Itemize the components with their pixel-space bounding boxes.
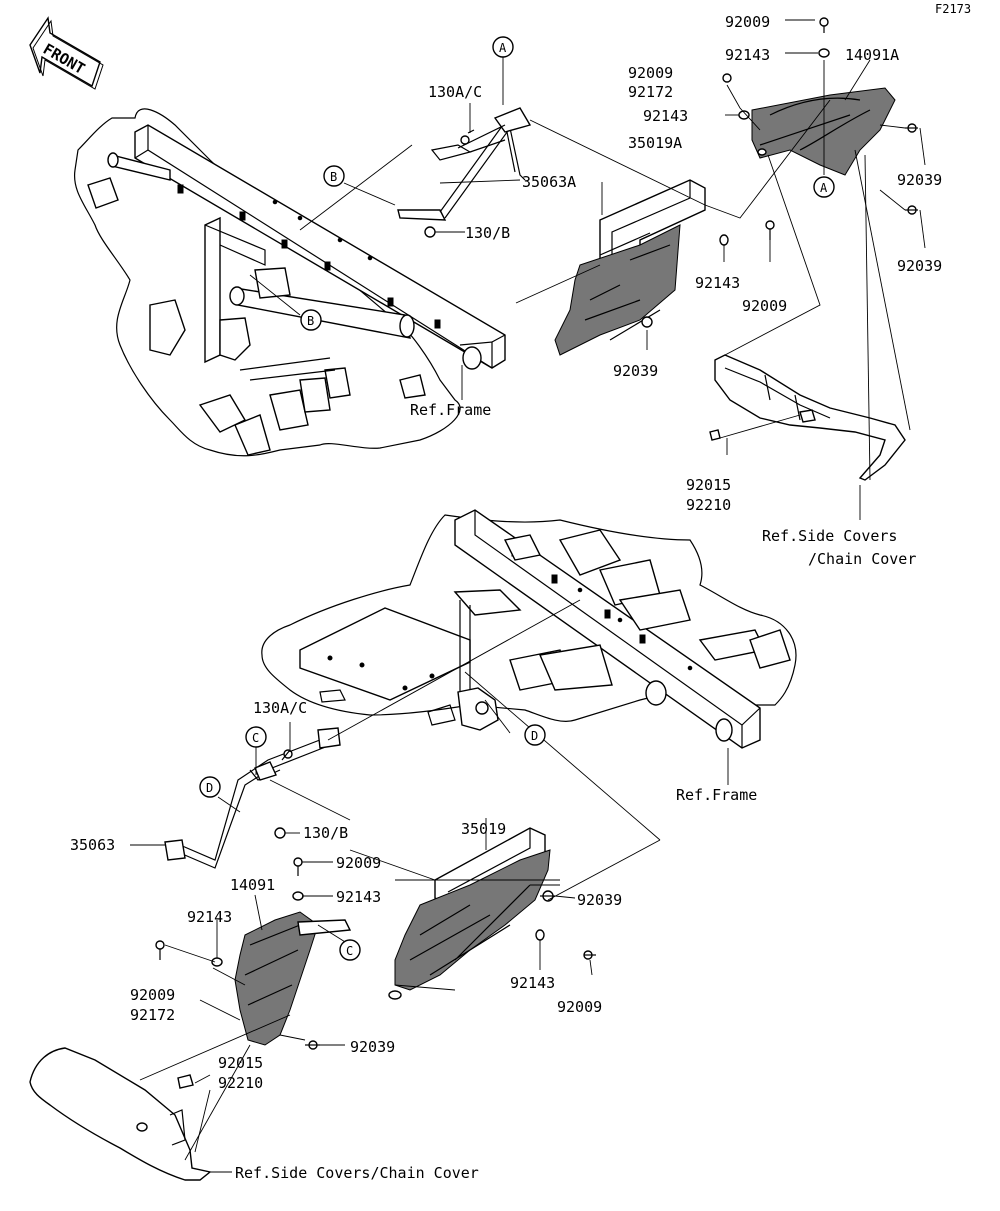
bracket-35063 [164, 727, 341, 869]
svg-text:B: B [330, 170, 337, 184]
label-92210-bottom: 92210 [218, 1074, 263, 1092]
bracket-35063a [397, 107, 532, 221]
label-92172-b-top: 92172 [628, 83, 673, 101]
cover-35019a [554, 179, 706, 356]
bottom-callout-d1: D [199, 776, 221, 798]
label-92009-c-top: 92009 [742, 297, 787, 315]
label-ref-side-covers-bottom: Ref.Side Covers/Chain Cover [235, 1164, 479, 1182]
svg-text:D: D [206, 781, 213, 795]
label-chain-cover-top: /Chain Cover [808, 550, 916, 568]
label-92015-bottom: 92015 [218, 1054, 263, 1072]
label-92039-b-bottom: 92039 [350, 1038, 395, 1056]
label-ref-frame-bottom: Ref.Frame [676, 786, 757, 804]
label-35063: 35063 [70, 836, 115, 854]
svg-text:B: B [307, 314, 314, 328]
label-92210-top: 92210 [686, 496, 731, 514]
bottom-callout-c1: C [245, 726, 267, 748]
svg-text:A: A [499, 41, 507, 55]
side-cover-top [709, 354, 906, 481]
top-callout-a1: A [492, 36, 514, 58]
label-35063a: 35063A [522, 173, 576, 191]
top-fasteners [424, 17, 918, 328]
label-92009-b-bottom: 92009 [130, 986, 175, 1004]
fender-14091 [234, 911, 352, 1046]
label-92039-b-top: 92039 [897, 257, 942, 275]
label-92009-a-bottom: 92009 [336, 854, 381, 872]
label-92143-c-top: 92143 [695, 274, 740, 292]
label-92039-c-top: 92039 [613, 362, 658, 380]
label-92015-top: 92015 [686, 476, 731, 494]
label-130ac-top: 130A/C [428, 83, 482, 101]
svg-text:C: C [346, 944, 353, 958]
top-frame-assembly [73, 108, 506, 457]
bottom-frame-assembly [261, 509, 797, 749]
label-92143-a-top: 92143 [725, 46, 770, 64]
label-35019a: 35019A [628, 134, 682, 152]
svg-text:D: D [531, 729, 538, 743]
bottom-leader-lines [130, 599, 729, 1173]
top-leader-lines [249, 19, 926, 520]
label-92143-c-bottom: 92143 [510, 974, 555, 992]
label-92143-b-bottom: 92143 [187, 908, 232, 926]
bottom-callout-d2: D [524, 724, 546, 746]
label-ref-side-covers-top: Ref.Side Covers [762, 527, 897, 545]
label-130ac-bottom: 130A/C [253, 699, 307, 717]
front-arrow-icon: FRONT [29, 16, 104, 90]
fender-14091a [751, 87, 896, 176]
top-callout-b2: B [300, 309, 322, 331]
top-callout-a2: A [813, 176, 835, 198]
label-92143-b-top: 92143 [643, 107, 688, 125]
label-35019: 35019 [461, 820, 506, 838]
top-callout-b1: B [323, 165, 345, 187]
label-ref-frame-top: Ref.Frame [410, 401, 491, 419]
side-cover-bottom [29, 1047, 212, 1181]
svg-text:A: A [820, 181, 828, 195]
svg-text:C: C [252, 731, 259, 745]
label-92039-a-bottom: 92039 [577, 891, 622, 909]
label-92143-a-bottom: 92143 [336, 888, 381, 906]
cover-35019 [388, 827, 551, 1000]
label-14091: 14091 [230, 876, 275, 894]
label-92172-b-bottom: 92172 [130, 1006, 175, 1024]
label-14091a: 14091A [845, 46, 899, 64]
label-92009-b-top: 92009 [628, 64, 673, 82]
label-92009-c-bottom: 92009 [557, 998, 602, 1016]
figure-code: F2173 [935, 2, 971, 16]
label-130b-bottom: 130/B [303, 824, 348, 842]
label-92009-a-top: 92009 [725, 13, 770, 31]
label-92039-a-top: 92039 [897, 171, 942, 189]
bottom-callout-c2: C [339, 939, 361, 961]
label-130b-top: 130/B [465, 224, 510, 242]
